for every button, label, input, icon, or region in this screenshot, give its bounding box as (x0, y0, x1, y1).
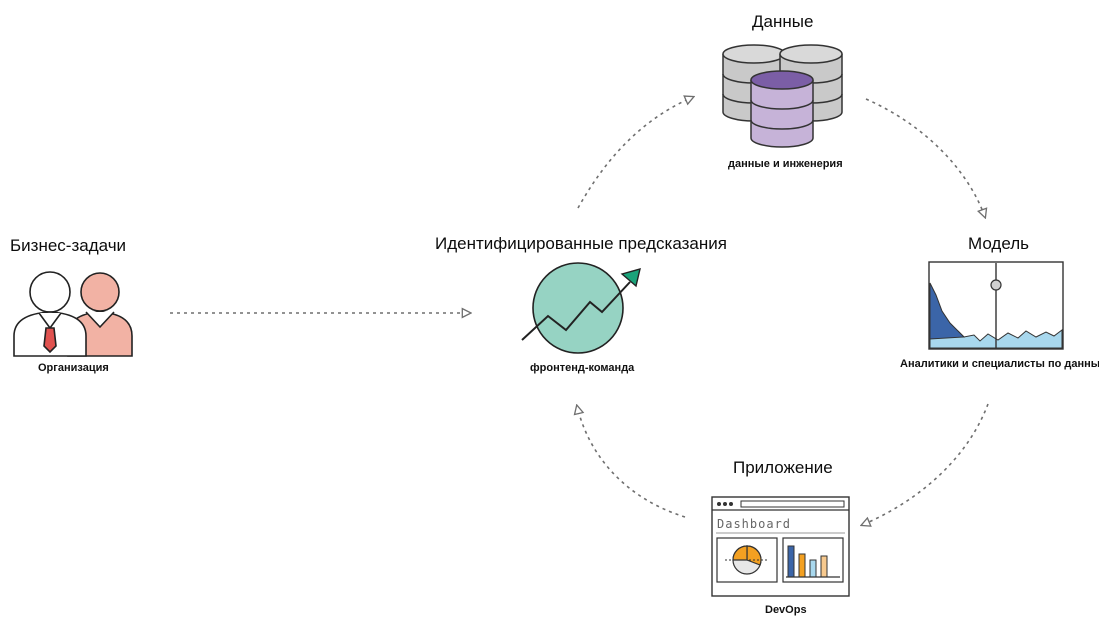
database-stack-icon (722, 44, 843, 148)
business-caption: Организация (38, 362, 109, 374)
predictions-title: Идентифицированные предсказания (435, 234, 727, 253)
dashboard-icon: Dashboard (711, 496, 850, 597)
predictions-caption: фронтенд-команда (530, 362, 635, 374)
model-title: Модель (968, 234, 1030, 253)
model-caption: Аналитики и специалисты по данным (900, 358, 1099, 370)
dashboard-label: Dashboard (717, 517, 791, 531)
arrow-data-to-model (865, 98, 985, 217)
business-title: Бизнес-задачи (10, 236, 127, 255)
arrow-predictions-to-data (577, 97, 693, 209)
app-caption: DevOps (765, 604, 807, 616)
arrow-app-to-predictions (577, 406, 686, 518)
app-title: Приложение (733, 458, 833, 477)
arrow-model-to-app (862, 403, 989, 525)
model-chart-icon (928, 261, 1064, 350)
data-title: Данные (752, 12, 814, 31)
trend-circle-icon (521, 262, 641, 354)
data-caption: данные и инженерия (728, 158, 843, 170)
person-pair-icon (13, 271, 133, 357)
